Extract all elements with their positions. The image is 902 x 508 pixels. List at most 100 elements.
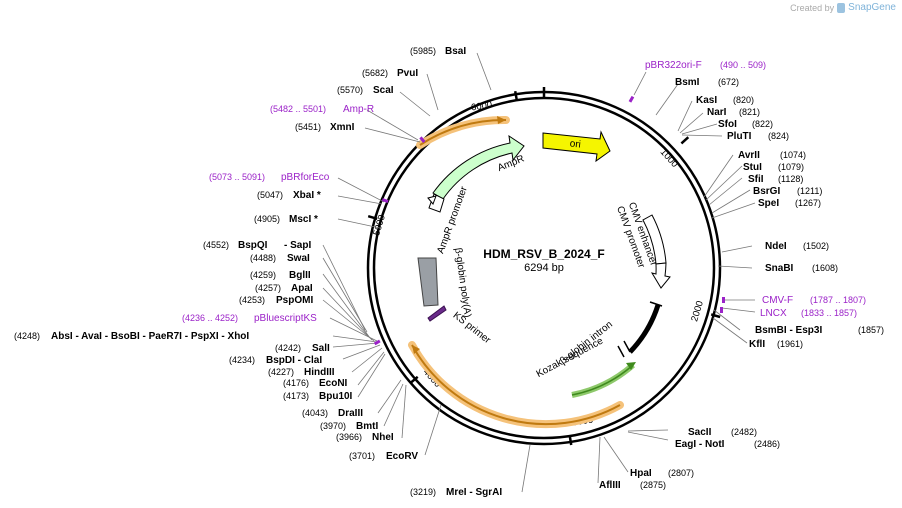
site-cmv-f[interactable]: CMV-F [762, 295, 793, 306]
site-pos-xmni: (5451) [295, 122, 321, 132]
site-pos-bsmi: (672) [718, 77, 739, 87]
credit-brand: SnapGene [848, 2, 896, 13]
tick-4000 [409, 375, 419, 384]
site-pos-pspomi: (4253) [239, 295, 265, 305]
site-pos-noti-group: (2486) [754, 439, 780, 449]
site-xmni[interactable]: XmnI [330, 122, 355, 133]
site-pos-esp3i-group: (1857) [858, 325, 884, 335]
ks-primer-feature[interactable] [427, 305, 447, 322]
site-sfii[interactable]: SfiI [748, 174, 764, 185]
site-pos-ecorv: (3701) [349, 451, 375, 461]
site-lncx[interactable]: LNCX [760, 308, 787, 319]
site-pos-bpu10i: (4173) [283, 391, 309, 401]
tick-1000 [680, 136, 690, 145]
beta-globin-intron-feature[interactable] [628, 304, 661, 354]
site-bsrgi[interactable]: BsrGI [753, 186, 780, 197]
kozak-marker [617, 345, 625, 358]
ampr-feature[interactable] [432, 134, 525, 200]
site-snabi[interactable]: SnaBI [765, 263, 794, 274]
site-ndei[interactable]: NdeI [765, 241, 787, 252]
site-pos-pbrforeco: (5073 .. 5091) [209, 172, 265, 182]
site-pos-kfli: (1961) [777, 339, 803, 349]
site-bspqi[interactable]: BspQI [238, 240, 268, 251]
site-bsmi[interactable]: BsmI [675, 77, 700, 88]
site-pos-bglii: (4259) [250, 270, 276, 280]
site-nhei[interactable]: NheI [372, 432, 394, 443]
site-draiii[interactable]: DraIII [338, 408, 363, 419]
beta-globin-polya-feature[interactable] [417, 257, 439, 307]
site-pos-pbr322ori-f: (490 .. 509) [720, 60, 766, 70]
site-pos-nhei: (3966) [336, 432, 362, 442]
site-pspomi[interactable]: PspOMI [276, 295, 313, 306]
orf-arc-green-arrowhead [626, 362, 636, 370]
site-esp3i-group[interactable]: BsmBI - Esp3I [755, 325, 822, 336]
site-sapi[interactable]: - SapI [284, 240, 311, 251]
snapgene-credit: Created by SnapGene [790, 2, 896, 13]
ori-label: ori [569, 138, 581, 150]
tick-3000 [568, 435, 573, 446]
site-pos-cmv-f: (1787 .. 1807) [810, 295, 866, 305]
site-pos-bmti: (3970) [320, 421, 346, 431]
site-sacii[interactable]: SacII [688, 427, 712, 438]
site-noti-group[interactable]: EagI - NotI [675, 439, 725, 450]
site-ecorv[interactable]: EcoRV [386, 451, 418, 462]
site-pbluescriptks[interactable]: pBluescriptKS [254, 313, 317, 324]
site-sfoi[interactable]: SfoI [718, 119, 737, 130]
site-pos-swai: (4488) [250, 253, 276, 263]
plasmid-length: 6294 bp [524, 262, 564, 274]
site-xhoi-group[interactable]: AbsI - AvaI - BsoBI - PaeR7I - PspXI - X… [51, 331, 249, 342]
site-hpai[interactable]: HpaI [630, 468, 652, 479]
site-pos-xbai: (5047) [257, 190, 283, 200]
site-pos-afliii: (2875) [640, 480, 666, 490]
site-pos-amp-r: (5482 .. 5501) [270, 104, 326, 114]
site-pos-hindiii: (4227) [268, 367, 294, 377]
site-pos-hpai: (2807) [668, 468, 694, 478]
site-spei[interactable]: SpeI [758, 198, 779, 209]
site-econi[interactable]: EcoNI [319, 378, 348, 389]
site-swai[interactable]: SwaI [287, 253, 310, 264]
site-pos-bspqi: (4552) [203, 240, 229, 250]
site-pluti[interactable]: PluTI [727, 131, 752, 142]
site-pos-apai: (4257) [255, 283, 281, 293]
site-bglii[interactable]: BglII [289, 270, 311, 281]
site-pvui[interactable]: PvuI [397, 68, 418, 79]
site-pos-econi: (4176) [283, 378, 309, 388]
site-nari[interactable]: NarI [707, 107, 727, 118]
site-sgrai-group[interactable]: MreI - SgrAI [446, 487, 502, 498]
site-kfli[interactable]: KflI [749, 339, 765, 350]
site-pos-xhoi-group: (4248) [14, 331, 40, 341]
site-pos-sali: (4242) [275, 343, 301, 353]
orf-arc-bottom-line [411, 344, 621, 426]
site-bmti[interactable]: BmtI [356, 421, 378, 432]
credit-prefix: Created by [790, 2, 835, 13]
site-clai-group[interactable]: BspDI - ClaI [266, 355, 322, 366]
site-pos-sfoi: (822) [752, 119, 773, 129]
site-afliii[interactable]: AflIII [599, 480, 621, 491]
site-msci[interactable]: MscI * [289, 214, 318, 225]
site-xbai[interactable]: XbaI * [293, 190, 321, 201]
site-stui[interactable]: StuI [743, 162, 762, 173]
plasmid-name: HDM_RSV_B_2024_F [483, 247, 604, 261]
site-pbrforeco[interactable]: pBRforEco [281, 172, 330, 183]
cmv-promoter-feature[interactable] [650, 262, 671, 289]
site-pos-ndei: (1502) [803, 241, 829, 251]
site-pos-draiii: (4043) [302, 408, 328, 418]
site-bpu10i[interactable]: Bpu10I [319, 391, 353, 402]
site-scai[interactable]: ScaI [373, 85, 394, 96]
site-pos-pluti: (824) [768, 131, 789, 141]
tick-5000 [367, 214, 378, 221]
ori-feature[interactable] [542, 130, 611, 163]
site-kasi[interactable]: KasI [696, 95, 717, 106]
orf-arcs [408, 115, 624, 429]
site-pos-sacii: (2482) [731, 427, 757, 437]
tick-label-1000: 1000 [658, 147, 680, 170]
site-amp-r[interactable]: Amp-R [343, 104, 374, 115]
site-pos-lncx: (1833 .. 1857) [801, 308, 857, 318]
site-pbr322ori-f[interactable]: pBR322ori-F [645, 60, 702, 71]
site-hindiii[interactable]: HindIII [304, 367, 335, 378]
site-avrii[interactable]: AvrII [738, 150, 760, 161]
site-sali[interactable]: SalI [312, 343, 330, 354]
site-apai[interactable]: ApaI [291, 283, 313, 294]
site-bsai[interactable]: BsaI [445, 46, 466, 57]
